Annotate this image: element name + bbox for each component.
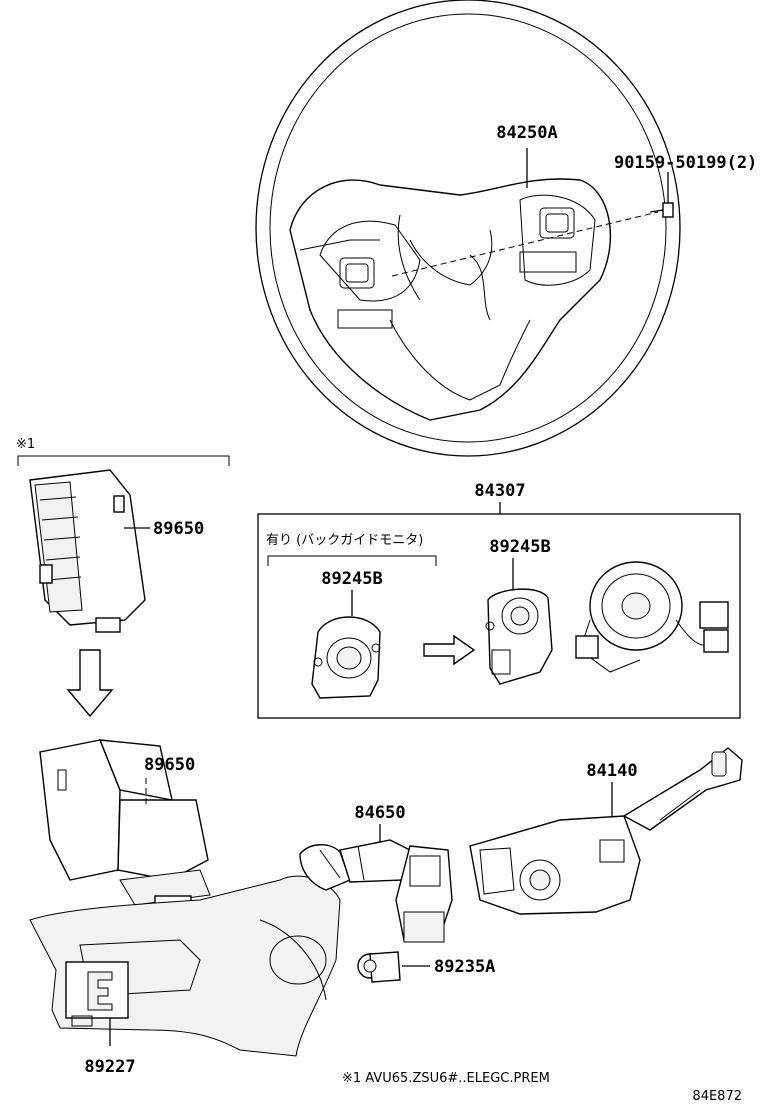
small-switch-drawing <box>357 951 401 983</box>
arrow-down-icon <box>66 649 114 718</box>
light-switch-drawing <box>299 839 453 943</box>
spiral-cable-box <box>257 513 741 719</box>
steering-wheel-drawing <box>255 0 681 457</box>
label-sensor-left: 89245B <box>321 569 382 589</box>
label-spiral-cable: 84307 <box>474 481 525 501</box>
sensor-left-drawing <box>311 616 381 699</box>
module-top-drawing <box>29 469 146 633</box>
label-steering-wheel: 84250A <box>496 123 557 143</box>
arrow-right-icon <box>423 634 476 666</box>
spiral-cable-drawing <box>575 561 729 673</box>
label-note-mark: ※1 <box>16 437 35 452</box>
label-screw: 90159-50199(2) <box>614 153 757 173</box>
label-light-switch: 84650 <box>354 803 405 823</box>
sensor-right-drawing <box>485 588 553 685</box>
label-wiper-switch: 84140 <box>586 761 637 781</box>
label-module-bottom: 89650 <box>144 755 195 775</box>
label-small-switch: 89235A <box>434 957 495 977</box>
label-footnote: ※1 AVU65.ZSU6#..ELEGC.PREM <box>342 1071 550 1086</box>
label-ecu-bottom: 89227 <box>84 1057 135 1077</box>
ecu-bottom-drawing <box>65 961 129 1027</box>
label-sensor-right: 89245B <box>489 537 550 557</box>
wiper-switch-drawing <box>469 747 743 915</box>
module-bottom-drawing <box>39 739 211 911</box>
label-module-top: 89650 <box>153 519 204 539</box>
label-diagram-code: 84E872 <box>692 1089 742 1104</box>
screw-drawing <box>649 202 674 218</box>
label-with-monitor: 有り (バックガイドモニタ) <box>266 533 423 548</box>
